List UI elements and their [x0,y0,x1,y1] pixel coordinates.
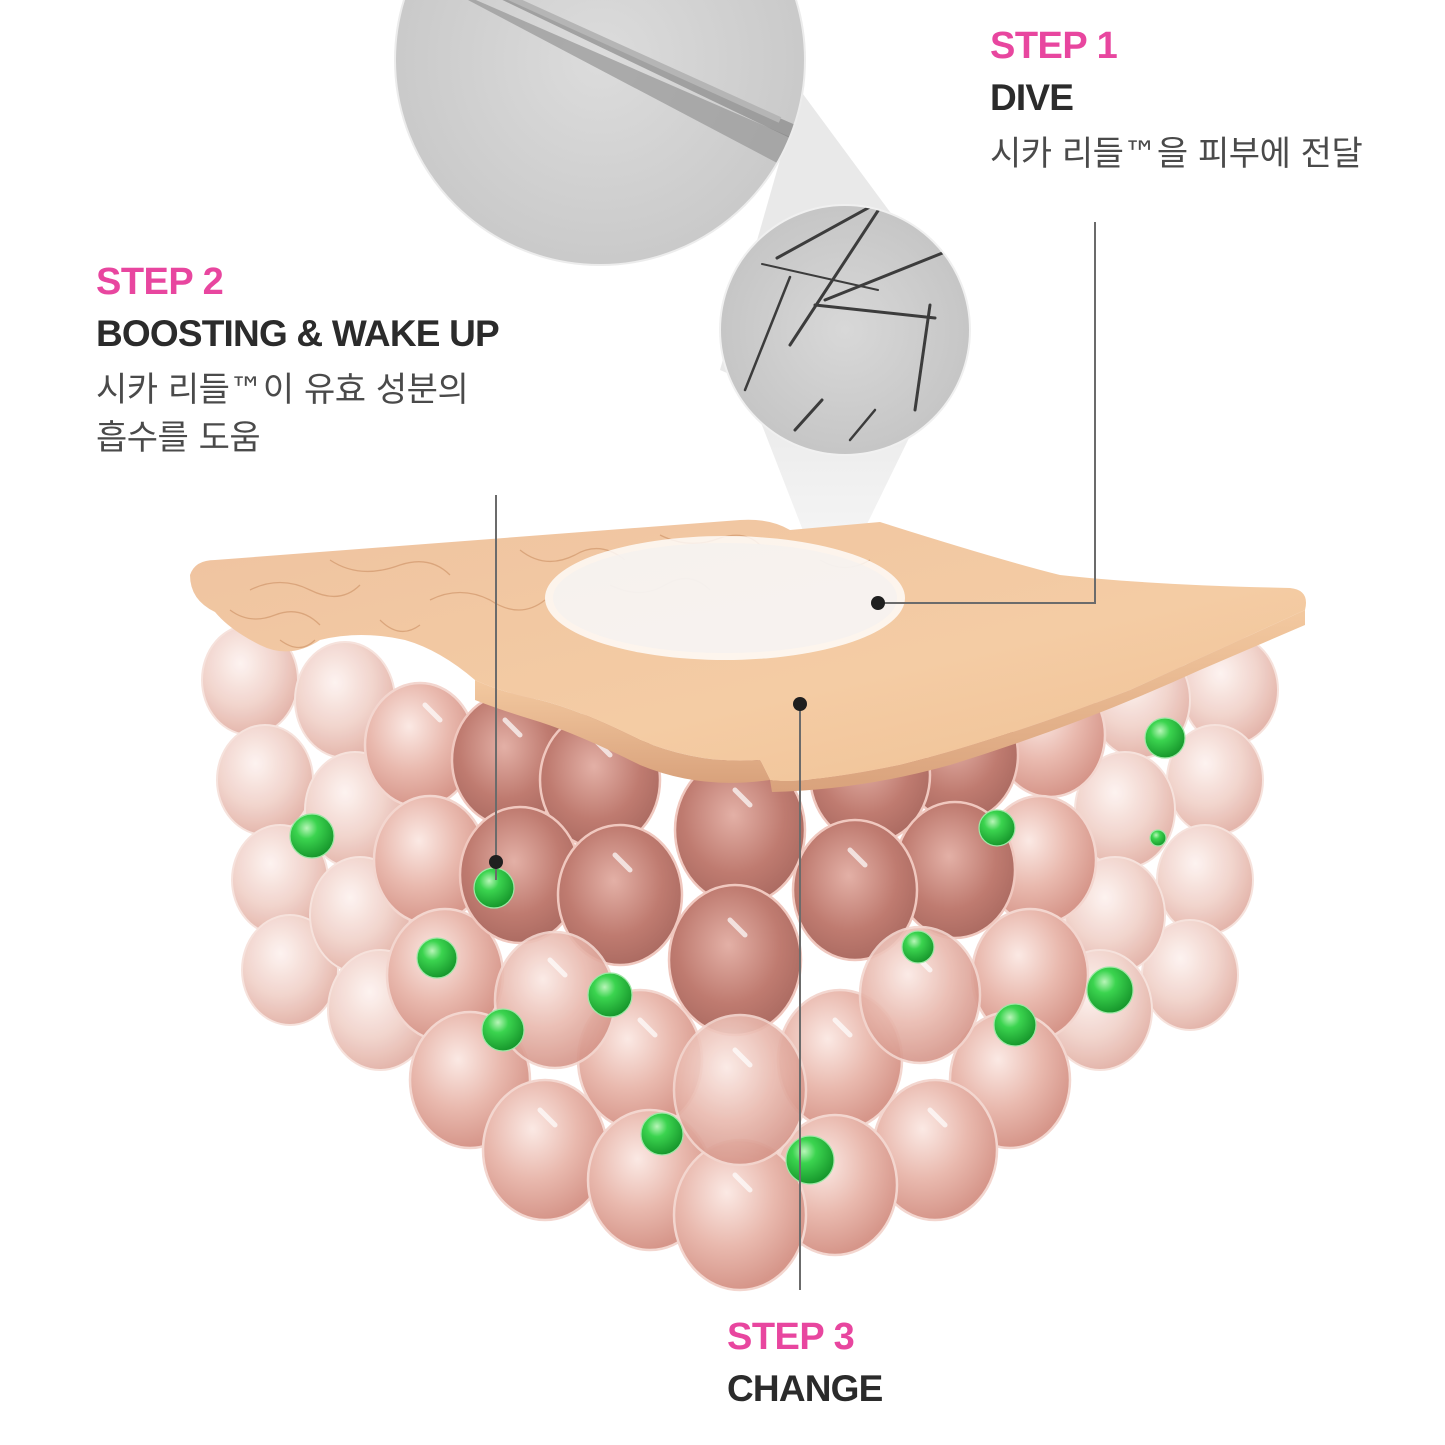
step1-description: 시카 리들™을 피부에 전달 [990,130,1363,178]
leader-dots [489,596,885,869]
step2-description: 시카 리들™이 유효 성분의 흡수를 도움 [96,366,499,463]
step3-anchor-dot [793,697,807,711]
step1-leader-line [878,222,1096,604]
step1-description-line: 시카 리들™을 피부에 전달 [990,134,1363,174]
epidermis-slab [190,519,1306,792]
leader-lines [495,222,1096,1290]
step2-anchor-dot [489,855,503,869]
step1-number: STEP 1 [990,25,1118,67]
step2-description-line: 흡수를 도움 [96,418,261,459]
step1-label-group: STEP 1 DIVE 시카 리들™을 피부에 전달 [990,25,1363,178]
step3-label-group: STEP 3 CHANGE [727,1318,883,1407]
step1-anchor-dot [871,596,885,610]
step3-number: STEP 3 [727,1316,855,1358]
step1-title: DIVE [990,77,1074,118]
step3-title: CHANGE [727,1368,883,1409]
step2-description-line: 시카 리들™이 유효 성분의 [96,370,469,410]
step2-label-group: STEP 2 BOOSTING & WAKE UP 시카 리들™이 유효 성분의… [96,261,500,463]
green-active-ingredient-particles [289,717,1186,1185]
step2-number: STEP 2 [96,261,224,303]
micro-needles-icon [719,204,971,456]
step2-title: BOOSTING & WAKE UP [96,313,500,354]
needle-closeup-icon [394,0,806,266]
